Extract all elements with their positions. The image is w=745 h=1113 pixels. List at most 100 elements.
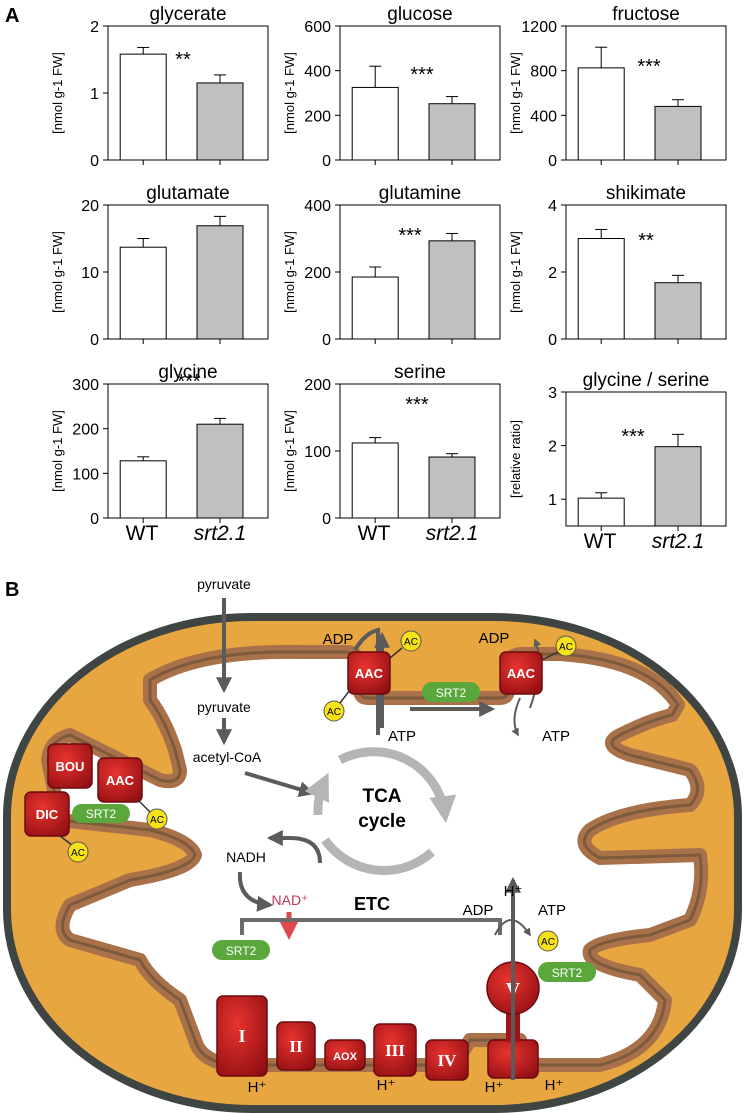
chart-title: glycine / serine — [583, 370, 710, 391]
aox-protein — [324, 1039, 366, 1071]
y-tick-label: 0 — [90, 153, 99, 170]
sirt-atpase-label: SRT2 — [552, 966, 583, 980]
y-axis-label: [nmol g-1 FW] — [282, 231, 297, 313]
complex-ii — [276, 1021, 316, 1071]
sirt-left — [72, 804, 130, 823]
ac-label-3: AC — [559, 642, 573, 653]
aac-label-left: AAC — [355, 666, 384, 681]
tca-cycle: TCA cycle — [304, 747, 457, 875]
sirt-left-label: SRT2 — [86, 807, 117, 821]
complex-iii — [373, 1023, 417, 1077]
y-tick-label: 800 — [530, 64, 557, 81]
y-tick-label: 0 — [322, 153, 331, 170]
acetyl-coa-label: acetyl-CoA — [193, 749, 262, 765]
tca-to-nadh-arrow — [266, 830, 322, 864]
bar-wt — [119, 53, 167, 161]
h-plus-1: H⁺ — [248, 1079, 267, 1096]
aac-protein-right — [499, 651, 543, 695]
nadh-label: NADH — [226, 849, 266, 865]
significance-mark: *** — [177, 371, 201, 393]
plot-frame — [107, 383, 269, 519]
chart-title: fructose — [612, 4, 680, 25]
aac-right-transporter: ADP AAC ATP AC — [479, 630, 577, 745]
ac-label-1: AC — [404, 637, 418, 648]
bar-srt2 — [654, 105, 702, 161]
y-axis-label: [relative ratio] — [508, 420, 523, 498]
y-tick-label: 200 — [304, 265, 331, 282]
ac-label-5: AC — [71, 848, 85, 859]
h-plus-4: H⁺ — [545, 1077, 564, 1094]
y-tick-label: 1 — [548, 492, 557, 509]
y-tick-label: 300 — [72, 377, 99, 394]
y-tick-label: 100 — [304, 444, 331, 461]
complex-iv-label: IV — [438, 1051, 458, 1070]
panel-a-label: A — [5, 5, 19, 27]
y-tick-label: 1 — [90, 86, 99, 103]
adp-import-arrow-left — [353, 627, 380, 735]
ac-mark-3 — [555, 635, 577, 657]
bou-protein — [47, 743, 93, 789]
complex-iv — [425, 1039, 469, 1081]
y-tick-label: 100 — [72, 466, 99, 483]
y-tick-label: 0 — [322, 332, 331, 349]
atp-label-left: ATP — [388, 728, 416, 745]
y-tick-label: 20 — [81, 198, 99, 215]
nadh-to-nad-arrow — [237, 871, 274, 912]
bar-srt2 — [428, 103, 476, 161]
adp-label-right: ADP — [479, 630, 510, 647]
nad-plus-label: NAD⁺ — [272, 892, 309, 908]
y-axis-label: [nmol g-1 FW] — [50, 52, 65, 134]
x-label-wt-2: WT — [358, 522, 391, 545]
sirt-complex-i-label: SRT2 — [226, 944, 257, 958]
ac-mark-5 — [67, 841, 89, 863]
y-axis-label: [nmol g-1 FW] — [50, 231, 65, 313]
significance-mark: *** — [621, 426, 645, 448]
aac-protein-inner — [97, 757, 143, 803]
y-tick-label: 0 — [548, 332, 557, 349]
y-axis-label: [nmol g-1 FW] — [508, 52, 523, 134]
ac-mark-6 — [537, 930, 559, 952]
plot-frame — [565, 391, 727, 527]
atp-label-atpase: ATP — [538, 902, 566, 919]
complex-i-label: I — [238, 1026, 245, 1046]
sirt-atpase — [538, 962, 596, 982]
chart-title: glutamate — [146, 183, 229, 204]
adp-arrow-right — [511, 697, 521, 737]
aac-left-transporter: ADP AAC ATP AC AC — [323, 627, 422, 745]
mitochondrion — [3, 613, 742, 1113]
bar-srt2 — [428, 240, 476, 340]
ac-label-4: AC — [150, 815, 164, 826]
pyruvate-inside-label: pyruvate — [197, 699, 251, 715]
tca-arc-bottom — [321, 837, 436, 875]
complex-i — [216, 995, 268, 1077]
y-tick-label: 200 — [72, 422, 99, 439]
h-label-atpase: H⁺ — [504, 883, 523, 900]
x-label-wt-3: WT — [584, 530, 617, 553]
y-tick-label: 400 — [530, 108, 557, 125]
significance-mark: *** — [410, 64, 434, 86]
aac-label-inner: AAC — [106, 773, 135, 788]
chart-title: glutamine — [379, 183, 461, 204]
bar-wt — [351, 442, 399, 519]
y-tick-label: 2 — [548, 439, 557, 456]
y-tick-label: 0 — [548, 153, 557, 170]
etc-complexes: SRT2 I II AOX III IV V ADP H⁺ ATP SRT2 A… — [212, 876, 596, 1081]
significance-mark: ** — [175, 49, 191, 71]
bar-srt2 — [654, 282, 702, 340]
y-axis-label: [nmol g-1 FW] — [508, 231, 523, 313]
bar-wt — [577, 497, 625, 527]
ac-mark-1 — [400, 630, 422, 652]
adp-to-atp-arrow — [494, 919, 531, 937]
plot-frame — [339, 25, 501, 161]
chart-title: shikimate — [606, 183, 686, 204]
ac-mark-2 — [323, 700, 345, 722]
aac-label-right: AAC — [507, 666, 536, 681]
aac-protein-left — [347, 651, 391, 695]
